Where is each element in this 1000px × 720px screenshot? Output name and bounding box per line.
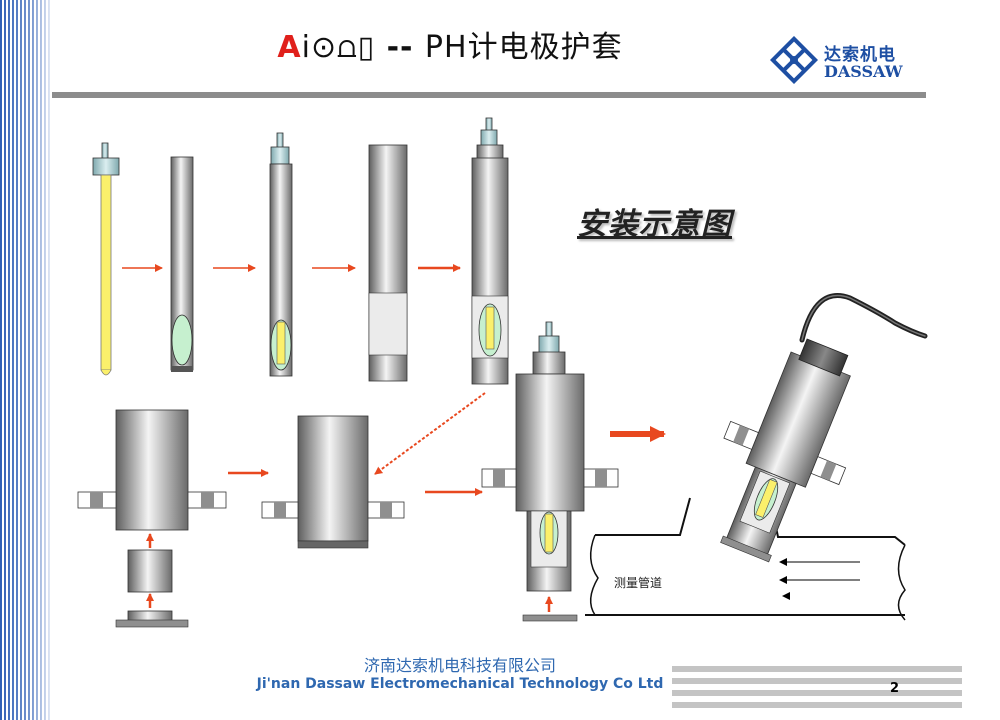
nut-part <box>127 549 173 593</box>
title-separator: -- <box>375 30 425 65</box>
title-first-letter: A <box>277 30 302 65</box>
logo-text-en: DASSAW <box>824 62 903 81</box>
flange-assembled <box>261 415 405 549</box>
title-main: PH计电极护套 <box>424 30 623 65</box>
electrode-bare <box>92 142 120 376</box>
outer-tube <box>368 144 408 382</box>
page-number: 2 <box>890 681 900 696</box>
inner-sleeve <box>170 156 194 372</box>
base-plate <box>115 610 189 628</box>
footer-company-en: Ji'nan Dassaw Electromechanical Technolo… <box>256 676 664 692</box>
company-logo: 达索机电 DASSAW <box>769 35 920 85</box>
assembled-electrode <box>471 117 509 385</box>
page-title: Ai⊙⩍▯ -- PH计电极护套 <box>0 22 900 66</box>
title-symbols: i⊙⩍▯ <box>301 30 376 65</box>
footer-stripes-decoration <box>672 666 962 708</box>
pipe-label: 测量管道 <box>614 576 663 590</box>
diagonal-arrow <box>374 392 486 475</box>
bottom-cap <box>522 614 578 622</box>
flange-body <box>77 409 227 531</box>
electrode-in-sleeve <box>269 132 293 377</box>
full-assembly <box>481 321 619 592</box>
logo-diamond-icon <box>769 35 819 85</box>
side-stripe-decoration <box>0 0 52 720</box>
footer-company-cn: 济南达索机电科技有限公司 <box>363 656 556 675</box>
install-diagram-label: 安装示意图 <box>577 207 732 242</box>
header-divider <box>52 92 926 98</box>
logo-text-cn: 达索机电 <box>824 45 896 65</box>
pipe-installation <box>585 293 928 621</box>
